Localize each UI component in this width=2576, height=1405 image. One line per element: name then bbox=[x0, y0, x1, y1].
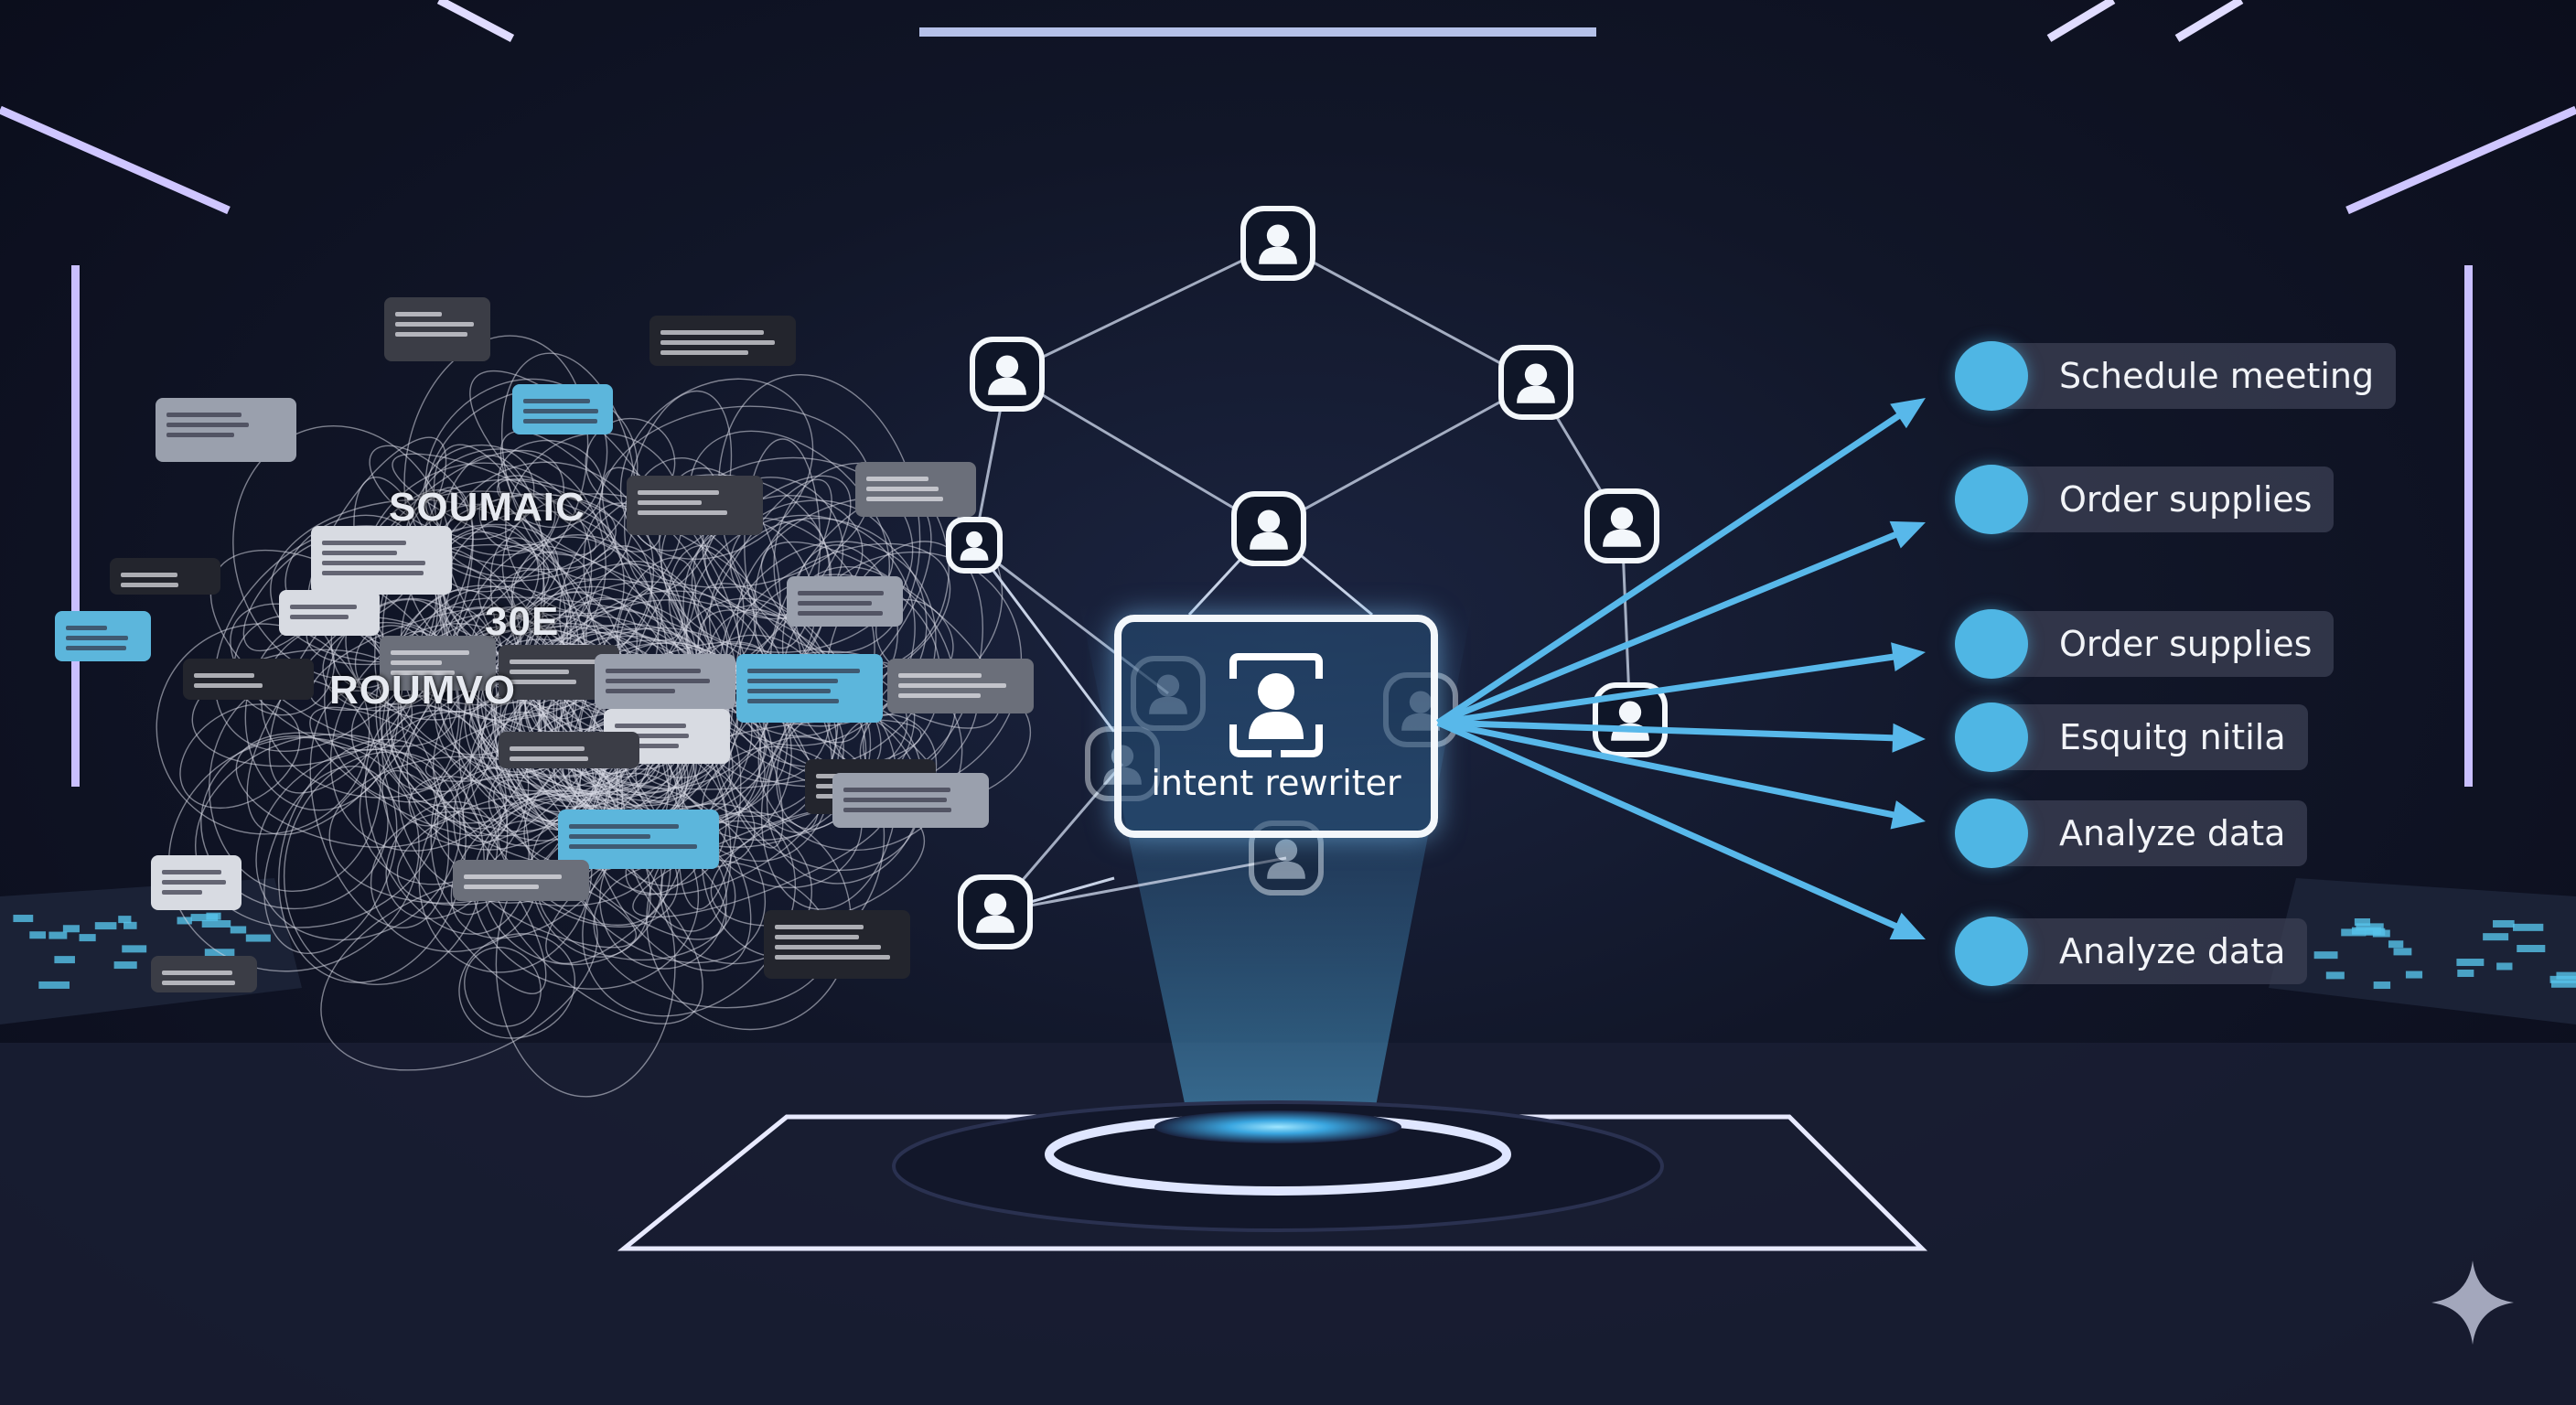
right-console bbox=[2269, 878, 2576, 1024]
network-link bbox=[1006, 241, 1279, 376]
intent-dot-icon bbox=[1955, 702, 2028, 772]
network-link bbox=[1268, 381, 1537, 531]
output-arrow bbox=[1436, 719, 1909, 935]
output-arrow bbox=[1436, 406, 1911, 725]
arrow-head bbox=[1890, 398, 1926, 429]
chat-bubble bbox=[279, 590, 380, 636]
output-arrow bbox=[1437, 651, 1906, 726]
output-intent-item[interactable]: Order supplies bbox=[1955, 609, 2334, 679]
intent-rewriter-label: intent rewriter bbox=[1151, 763, 1401, 803]
user-node-icon[interactable] bbox=[1498, 345, 1573, 420]
user-node-icon[interactable] bbox=[1584, 488, 1659, 563]
intent-label: Schedule meeting bbox=[1991, 343, 2397, 409]
noise-label: 30E bbox=[485, 599, 560, 644]
user-node-icon[interactable] bbox=[1240, 206, 1315, 281]
output-intent-item[interactable]: Analyze data bbox=[1955, 917, 2308, 986]
network-link bbox=[1006, 372, 1270, 531]
output-intent-item[interactable]: Schedule meeting bbox=[1955, 341, 2397, 411]
chat-bubble bbox=[595, 654, 735, 709]
output-arrow bbox=[1436, 527, 1908, 726]
chat-bubble bbox=[156, 398, 296, 462]
chat-bubble bbox=[736, 654, 883, 723]
output-arrow bbox=[1437, 719, 1907, 821]
user-node-icon[interactable] bbox=[970, 337, 1045, 412]
chat-bubble bbox=[110, 558, 220, 595]
ceiling-light bbox=[2345, 105, 2576, 215]
chat-bubble bbox=[627, 476, 763, 535]
chat-bubble bbox=[499, 732, 639, 768]
ceiling-light bbox=[0, 105, 231, 215]
wall-light bbox=[71, 265, 80, 787]
noise-label: SOUMAIC bbox=[389, 485, 585, 530]
chat-bubble bbox=[649, 316, 796, 366]
chat-bubble bbox=[453, 860, 589, 901]
chat-bubble bbox=[384, 297, 490, 361]
intent-dot-icon bbox=[1955, 465, 2028, 534]
user-frame-icon bbox=[1229, 653, 1323, 757]
output-intent-item[interactable]: Order supplies bbox=[1955, 465, 2334, 534]
intent-dot-icon bbox=[1955, 917, 2028, 986]
intent-label: Order supplies bbox=[1991, 611, 2334, 677]
chat-bubble bbox=[151, 855, 242, 910]
intent-dot-icon bbox=[1955, 341, 2028, 411]
chat-bubble bbox=[380, 636, 496, 691]
network-link bbox=[994, 856, 1287, 914]
user-node-icon[interactable] bbox=[946, 517, 1003, 574]
intent-label: Analyze data bbox=[1991, 800, 2308, 866]
chat-bubble bbox=[764, 910, 910, 979]
noise-label: ROUMVO bbox=[329, 668, 516, 713]
chat-bubble bbox=[855, 462, 976, 517]
user-node-icon[interactable] bbox=[958, 874, 1033, 949]
chat-bubble bbox=[512, 384, 613, 434]
user-node-icon[interactable] bbox=[1231, 491, 1306, 566]
chat-bubble bbox=[55, 611, 151, 661]
ceiling-light bbox=[919, 27, 1596, 37]
intent-label: Analyze data bbox=[1991, 918, 2308, 984]
intent-rewriter-node[interactable]: intent rewriter bbox=[1114, 615, 1438, 838]
chat-bubble bbox=[151, 956, 257, 992]
network-link bbox=[1277, 241, 1537, 384]
intent-label: Order supplies bbox=[1991, 467, 2334, 532]
chat-bubble bbox=[558, 810, 719, 869]
arrow-head bbox=[1892, 723, 1926, 753]
intent-dot-icon bbox=[1955, 609, 2028, 679]
output-intent-item[interactable]: Analyze data bbox=[1955, 799, 2308, 868]
arrow-head bbox=[1891, 642, 1926, 671]
arrow-head bbox=[1890, 800, 1926, 830]
output-intent-item[interactable]: Esquitg nitila bbox=[1955, 702, 2308, 772]
output-arrow bbox=[1437, 719, 1906, 742]
chat-bubble bbox=[832, 773, 989, 828]
wall-light bbox=[2464, 265, 2473, 787]
chat-bubble bbox=[183, 659, 314, 700]
intent-label: Esquitg nitila bbox=[1991, 704, 2308, 770]
arrow-head bbox=[1889, 912, 1926, 939]
intent-dot-icon bbox=[1955, 799, 2028, 868]
chat-bubble bbox=[887, 659, 1034, 713]
platform-glow bbox=[1154, 1110, 1401, 1143]
chat-bubble bbox=[311, 526, 452, 595]
chat-bubble bbox=[787, 576, 903, 627]
arrow-head bbox=[1889, 520, 1926, 549]
